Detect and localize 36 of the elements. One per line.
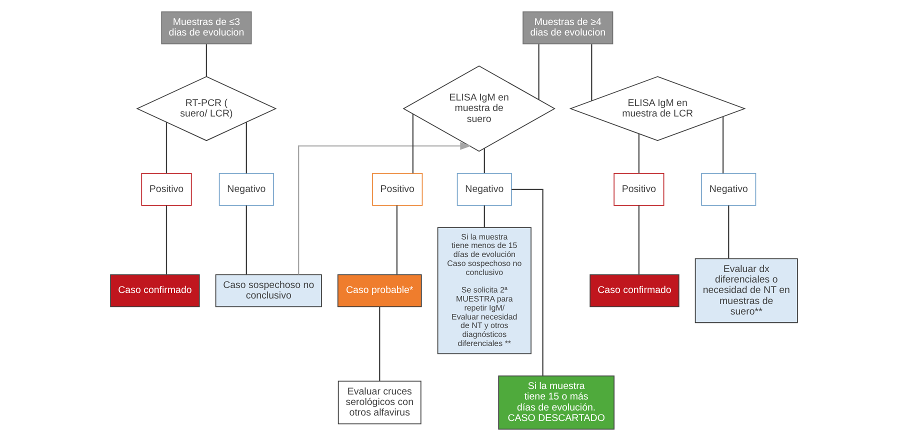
node-diamond: ELISA IgM en muestra de LCR <box>569 76 746 142</box>
node-box: Caso confirmado <box>110 274 200 308</box>
connector <box>166 122 168 174</box>
node-box: Negativo <box>218 173 274 206</box>
node-box: Negativo <box>456 173 512 206</box>
connector <box>638 205 640 274</box>
node-box: Negativo <box>701 173 756 206</box>
connector <box>722 116 724 174</box>
connector <box>246 122 247 174</box>
node-box: Evaluar dx diferenciales o necesidad de NT en muestras de suero** <box>694 258 798 324</box>
node-diamond: RT-PCR ( suero/ LCR) <box>136 76 277 142</box>
connector <box>728 205 730 258</box>
node-box: Positivo <box>141 173 192 206</box>
node-box: Caso probable* <box>337 274 422 308</box>
connector <box>591 44 592 101</box>
node-box: Caso sospechoso no conclusivo <box>215 274 322 308</box>
connector <box>206 44 208 77</box>
connector <box>166 205 168 274</box>
node-box: Si la muestra tiene 15 o más días de evolución. CASO DESCARTADO <box>498 375 615 430</box>
connector <box>379 306 380 382</box>
arrow <box>298 142 472 275</box>
node-box: Muestras de ≥4 dias de evolucion <box>522 11 614 44</box>
connector <box>396 205 398 274</box>
connector <box>638 134 640 174</box>
node-box: Positivo <box>372 173 423 206</box>
connector <box>412 114 414 174</box>
node-box: Muestras de ≤3 dias de evolucion <box>161 11 252 44</box>
node-box: Si la muestra tiene menos de 15 días de evolución Caso sospechoso no conclusivo Se solicita 2ª MUESTRA para repetir IgM/ Evaluar necesidad de NT y otros diagnósticos diferenciales ** <box>437 227 532 354</box>
node-box: Evaluar cruces serológicos con otros alfavirus <box>338 380 422 424</box>
node-box: Positivo <box>614 173 664 206</box>
connector <box>538 44 540 100</box>
connector <box>484 148 485 174</box>
connector <box>246 205 247 274</box>
connector <box>484 205 485 228</box>
node-box: Caso confirmado <box>590 274 680 308</box>
connector <box>512 188 544 376</box>
